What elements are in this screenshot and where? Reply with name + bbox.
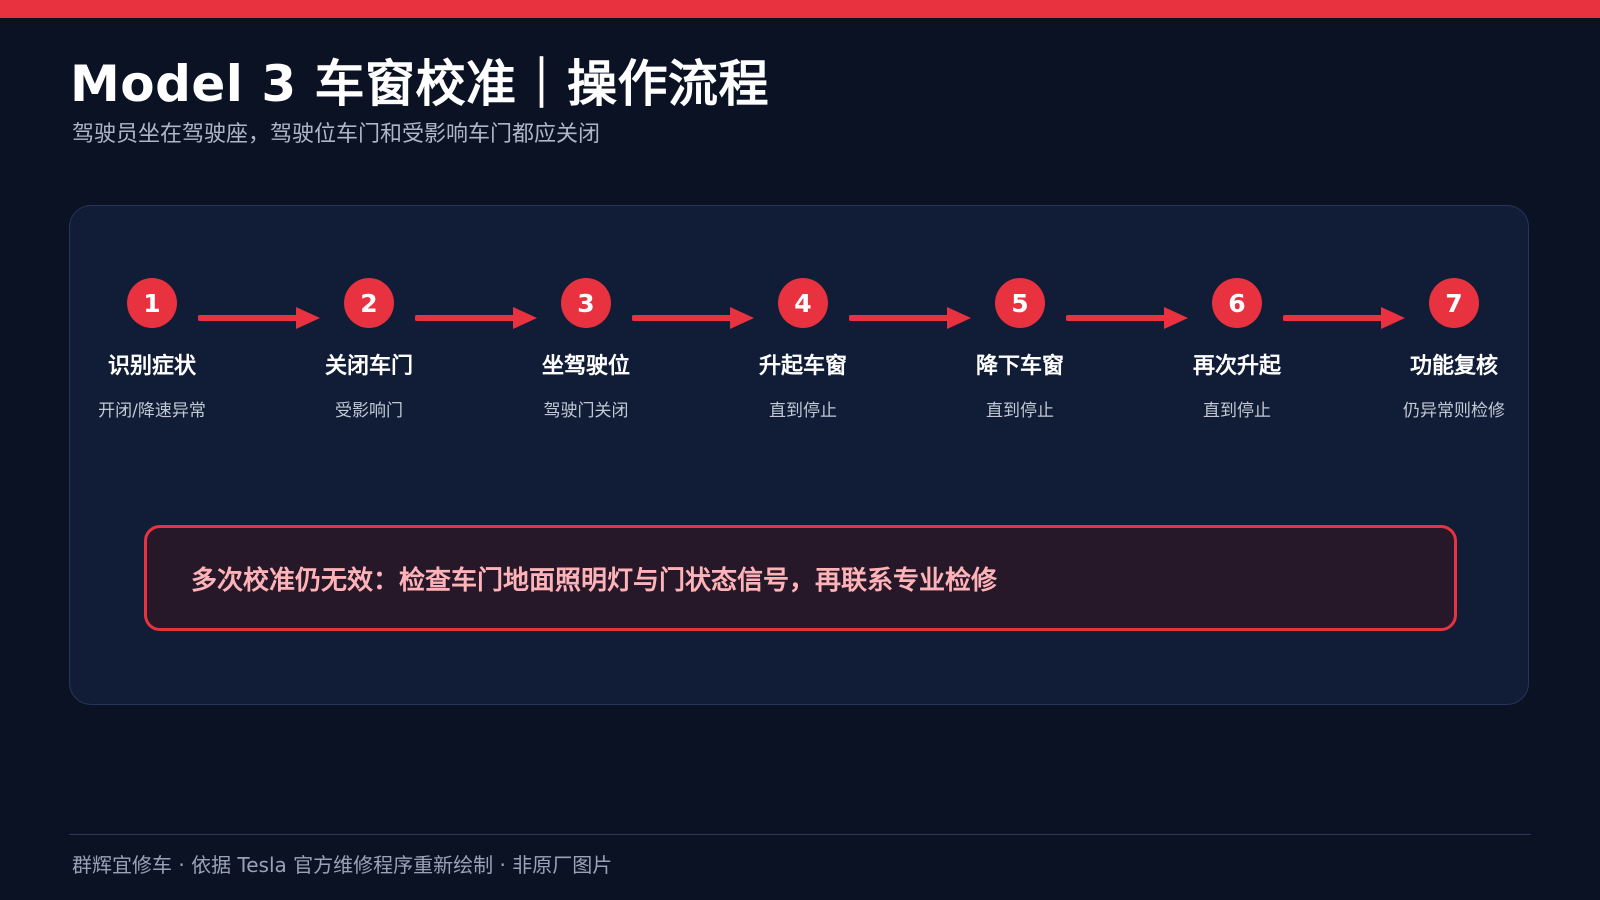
arrow-right-icon	[198, 307, 320, 329]
page-title: Model 3 车窗校准｜操作流程	[70, 55, 770, 113]
flow-step: 4 升起车窗 直到停止	[703, 278, 903, 421]
step-title: 再次升起	[1192, 354, 1281, 379]
flow-step: 1 识别症状 开闭/降速异常	[52, 278, 252, 421]
warning-text: 多次校准仍无效：检查车门地面照明灯与门状态信号，再联系专业检修	[191, 565, 998, 596]
step-number-badge: 2	[344, 278, 394, 328]
flow-step: 7 功能复核 仍异常则检修	[1354, 278, 1554, 421]
arrow-right-icon	[849, 307, 971, 329]
step-title: 降下车窗	[975, 354, 1064, 379]
arrow-right-icon	[632, 307, 754, 329]
step-description: 受影响门	[335, 401, 403, 421]
footer-credit: 群辉宜修车 · 依据 Tesla 官方维修程序重新绘制 · 非原厂图片	[72, 853, 613, 877]
arrow-right-icon	[415, 307, 537, 329]
top-accent-bar	[0, 0, 1600, 18]
footer-divider	[69, 834, 1531, 835]
flow-step: 5 降下车窗 直到停止	[920, 278, 1120, 421]
arrow-right-icon	[1283, 307, 1405, 329]
step-title: 识别症状	[107, 354, 196, 379]
step-number-badge: 4	[778, 278, 828, 328]
arrow-right-icon	[1066, 307, 1188, 329]
step-number-badge: 6	[1212, 278, 1262, 328]
step-number-badge: 5	[995, 278, 1045, 328]
flow-step: 2 关闭车门 受影响门	[269, 278, 469, 421]
flow-step: 6 再次升起 直到停止	[1137, 278, 1337, 421]
step-title: 功能复核	[1409, 354, 1498, 379]
step-description: 开闭/降速异常	[98, 401, 206, 421]
step-number-badge: 1	[127, 278, 177, 328]
step-description: 驾驶门关闭	[543, 401, 629, 421]
warning-callout: 多次校准仍无效：检查车门地面照明灯与门状态信号，再联系专业检修	[144, 525, 1457, 631]
flow-step: 3 坐驾驶位 驾驶门关闭	[486, 278, 686, 421]
page-subtitle: 驾驶员坐在驾驶座，驾驶位车门和受影响车门都应关闭	[72, 122, 601, 147]
step-description: 直到停止	[986, 401, 1054, 421]
step-number-badge: 3	[561, 278, 611, 328]
step-title: 坐驾驶位	[541, 354, 630, 379]
step-number-badge: 7	[1429, 278, 1479, 328]
step-title: 关闭车门	[324, 354, 413, 379]
step-description: 直到停止	[769, 401, 837, 421]
step-title: 升起车窗	[758, 354, 847, 379]
step-description: 直到停止	[1203, 401, 1271, 421]
step-description: 仍异常则检修	[1403, 401, 1505, 421]
